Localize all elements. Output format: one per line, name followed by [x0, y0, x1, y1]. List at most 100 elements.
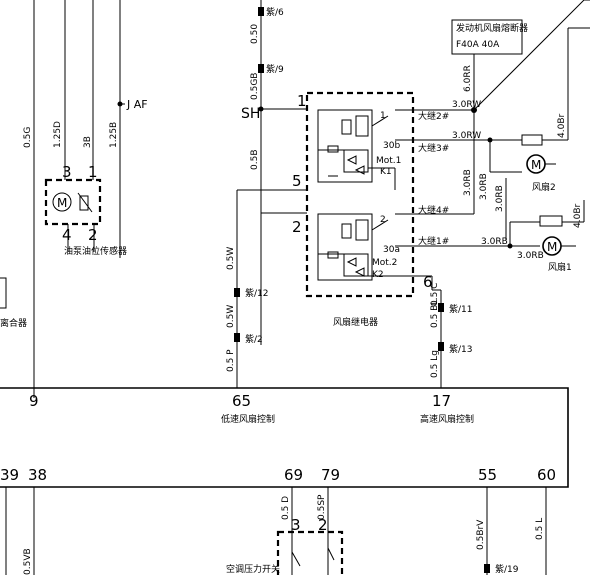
svg-text:紫/9: 紫/9 [266, 64, 284, 75]
svg-text:紫/12: 紫/12 [245, 288, 269, 299]
svg-text:紫/2: 紫/2 [245, 334, 263, 345]
high-speed-fan-control-label: 高速风扇控制 [420, 413, 474, 425]
low-speed-fan-control-label: 低速风扇控制 [221, 413, 275, 425]
svg-text:0.5 BL: 0.5 BL [430, 300, 440, 328]
relay-coil-icon [341, 119, 352, 135]
engine-fan-fuse-box [451, 19, 523, 55]
svg-text:2: 2 [318, 516, 328, 534]
svg-text:5: 5 [292, 172, 302, 190]
svg-text:69: 69 [284, 466, 303, 484]
svg-text:0.5W: 0.5W [226, 305, 236, 328]
svg-text:紫/19: 紫/19 [495, 564, 519, 575]
ac-pressure-switch-box [276, 530, 344, 575]
svg-text:紫/6: 紫/6 [266, 7, 284, 18]
svg-text:3.0RW: 3.0RW [452, 100, 481, 110]
svg-text:M: M [57, 196, 67, 210]
svg-text:3: 3 [291, 516, 301, 534]
svg-text:Mot.2: Mot.2 [372, 258, 397, 268]
svg-text:0.50: 0.50 [250, 24, 260, 44]
fan1-resistor-icon [539, 215, 563, 227]
svg-text:大继4#: 大继4# [418, 204, 449, 216]
svg-text:0.5B: 0.5B [250, 150, 260, 171]
svg-text:1: 1 [88, 163, 98, 181]
svg-text:79: 79 [321, 466, 340, 484]
svg-text:4.0Br: 4.0Br [557, 114, 567, 138]
svg-text:0.5 L: 0.5 L [535, 518, 545, 540]
svg-text:M: M [547, 240, 557, 254]
connector-icon [484, 564, 490, 573]
svg-text:2: 2 [292, 218, 302, 236]
svg-text:大继1#: 大继1# [418, 235, 449, 247]
connector-icon [438, 303, 444, 312]
switch-icon [291, 551, 301, 567]
switch-icon [327, 547, 335, 561]
fan-relay-box [305, 91, 415, 298]
connector-sh-label: SH [241, 106, 260, 122]
diode-icon [354, 165, 365, 175]
svg-text:4: 4 [62, 226, 72, 244]
oil-level-sensor-label: 油泵油位传感器 [64, 245, 127, 257]
svg-text:65: 65 [232, 392, 251, 410]
svg-text:1: 1 [380, 111, 386, 121]
svg-text:3.0RB: 3.0RB [463, 169, 473, 196]
relay-coil-icon [341, 223, 352, 239]
svg-text:0.5SP: 0.5SP [317, 494, 327, 520]
svg-text:6.0RR: 6.0RR [463, 65, 473, 92]
svg-text:3: 3 [62, 163, 72, 181]
svg-text:6: 6 [423, 273, 433, 291]
svg-text:30b: 30b [383, 141, 400, 151]
svg-text:0.5VB: 0.5VB [23, 548, 33, 575]
svg-text:30a: 30a [383, 245, 400, 255]
diode-icon [346, 155, 357, 165]
svg-text:2: 2 [88, 226, 98, 244]
svg-text:9: 9 [29, 392, 39, 410]
fan2-resistor-icon [521, 134, 543, 146]
svg-text:0.5 C: 0.5 C [430, 283, 440, 306]
svg-text:3.0RB: 3.0RB [495, 185, 505, 212]
svg-text:39: 39 [0, 466, 19, 484]
diode-icon [346, 257, 357, 267]
svg-text:3.0RB: 3.0RB [517, 251, 544, 261]
svg-text:4.0Br: 4.0Br [573, 204, 583, 228]
svg-text:0.5W: 0.5W [226, 247, 236, 270]
wire-label: 1.25D [53, 121, 63, 148]
fan1-label: 风扇1 [548, 261, 572, 273]
svg-text:紫/13: 紫/13 [449, 344, 473, 355]
wire-label: 1.25B [109, 122, 119, 148]
svg-text:3.0RW: 3.0RW [452, 131, 481, 141]
ecu-box [0, 387, 569, 488]
connector-icon [234, 288, 240, 297]
svg-text:3.0RB: 3.0RB [479, 173, 489, 200]
svg-text:38: 38 [28, 466, 47, 484]
relay-switch-icon [371, 115, 389, 127]
svg-text:K1: K1 [380, 167, 392, 177]
oil-level-sensor-box [44, 178, 102, 226]
connector-jaf-label: J AF [126, 98, 148, 111]
svg-text:Mot.1: Mot.1 [376, 156, 401, 166]
fan2-label: 风扇2 [532, 181, 556, 193]
svg-text:紫/11: 紫/11 [449, 304, 473, 315]
svg-text:0.5 Lg: 0.5 Lg [430, 350, 440, 378]
svg-text:2: 2 [380, 215, 386, 225]
svg-text:3.0RB: 3.0RB [481, 237, 508, 247]
connector-icon [258, 64, 264, 73]
svg-text:1: 1 [297, 92, 307, 110]
fan-relay-label: 风扇继电器 [333, 316, 378, 328]
svg-text:大继2#: 大继2# [418, 110, 449, 122]
wire-label: 0.5G [23, 127, 33, 148]
svg-text:60: 60 [537, 466, 556, 484]
svg-text:0.5 P: 0.5 P [226, 349, 236, 372]
svg-text:M: M [531, 158, 541, 172]
sensor-motor-icon [52, 192, 72, 212]
svg-text:17: 17 [432, 392, 451, 410]
svg-text:0.5GB: 0.5GB [250, 73, 260, 100]
svg-text:0.5BrV: 0.5BrV [476, 519, 486, 550]
relay-switch-icon [371, 219, 389, 231]
connector-icon [258, 7, 264, 16]
svg-text:F40A 40A: F40A 40A [456, 40, 500, 50]
ac-pressure-switch-label: 空调压力开关 [226, 563, 280, 575]
connector-icon [438, 342, 444, 351]
connector-icon [234, 333, 240, 342]
svg-text:0.5 D: 0.5 D [281, 496, 291, 520]
